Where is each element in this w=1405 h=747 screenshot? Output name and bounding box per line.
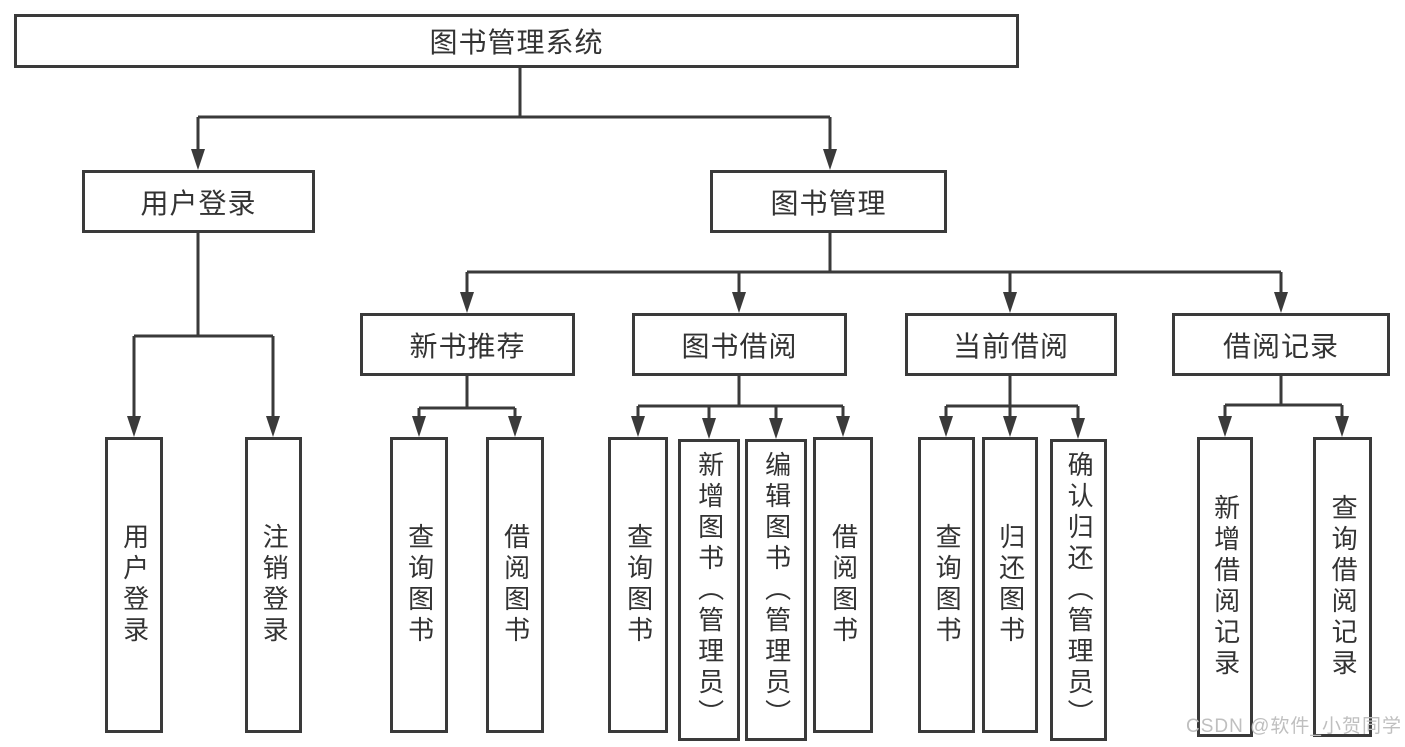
node-new-book-recommend: 新书推荐 bbox=[360, 313, 575, 376]
leaf-borrow-add-books-admin: 新增图书（管理员） bbox=[678, 439, 740, 741]
node-book-borrow: 图书借阅 bbox=[632, 313, 847, 376]
leaf-record-query-borrow-record: 查询借阅记录 bbox=[1313, 437, 1372, 737]
leaf-record-add-borrow-record: 新增借阅记录 bbox=[1197, 437, 1253, 737]
node-user-login: 用户登录 bbox=[82, 170, 315, 233]
node-root-system: 图书管理系统 bbox=[14, 14, 1019, 68]
leaf-logout: 注销登录 bbox=[245, 437, 302, 733]
csdn-watermark: CSDN @软件_小贺同学 bbox=[1186, 716, 1402, 737]
node-current-borrow: 当前借阅 bbox=[905, 313, 1117, 376]
node-borrow-record: 借阅记录 bbox=[1172, 313, 1390, 376]
leaf-recommend-borrow-books: 借阅图书 bbox=[486, 437, 544, 733]
leaf-borrow-query-books: 查询图书 bbox=[608, 437, 668, 733]
leaf-recommend-query-books: 查询图书 bbox=[390, 437, 448, 733]
leaf-current-confirm-return-admin: 确认归还（管理员） bbox=[1050, 439, 1107, 741]
leaf-borrow-edit-books-admin: 编辑图书（管理员） bbox=[745, 439, 807, 741]
leaf-user-login: 用户登录 bbox=[105, 437, 163, 733]
leaf-current-query-books: 查询图书 bbox=[918, 437, 975, 733]
leaf-borrow-borrow-books: 借阅图书 bbox=[813, 437, 873, 733]
node-book-management: 图书管理 bbox=[710, 170, 947, 233]
leaf-current-return-books: 归还图书 bbox=[982, 437, 1038, 733]
